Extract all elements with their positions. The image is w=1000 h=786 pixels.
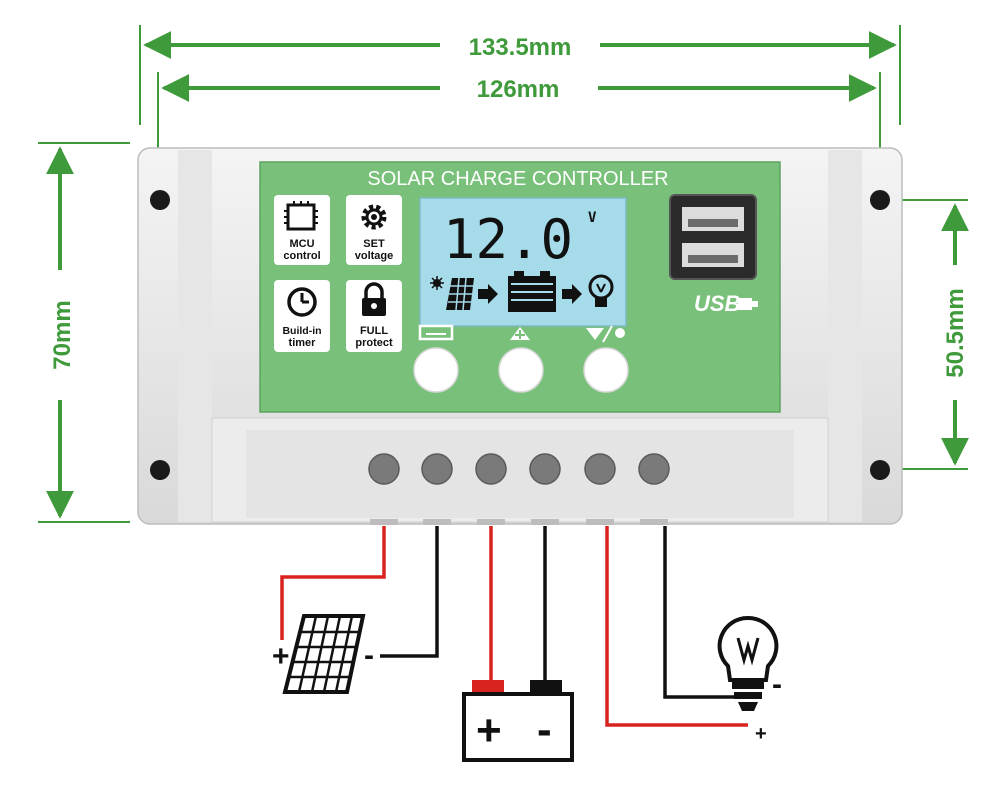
usb-label: USB: [694, 291, 741, 316]
mount-hole-bottom-right: [870, 460, 890, 480]
feature-protect-line2: protect: [355, 337, 393, 349]
chip-icon: [284, 201, 318, 231]
lcd-voltage-unit: V: [588, 210, 597, 226]
feature-set-line1: SET: [363, 238, 385, 250]
gear-icon: [361, 204, 387, 230]
feature-protect-line1: FULL: [360, 325, 388, 337]
mount-hole-top-left: [150, 190, 170, 210]
dimension-hole-spacing: 50.5mm: [885, 199, 969, 470]
feature-mcu-control: MCU control: [274, 195, 330, 265]
lcd-arrow-right-icon: [478, 284, 498, 304]
up-plus-symbol-icon: [510, 327, 530, 340]
lcd-solar-panel-icon: [446, 277, 474, 311]
load-positive-label: +: [755, 723, 767, 745]
feature-full-protect: FULL protect: [346, 280, 402, 352]
lock-icon: [362, 282, 386, 316]
clock-icon: [287, 287, 317, 317]
down-button[interactable]: [583, 347, 629, 393]
feature-timer-line2: timer: [289, 337, 317, 349]
mount-hole-bottom-left: [150, 460, 170, 480]
solar-negative-label: -: [364, 639, 374, 672]
usb-plug-icon: [738, 298, 758, 310]
solar-panel-icon: [282, 614, 366, 694]
lcd-bulb-icon: [588, 274, 614, 307]
inner-width-label: 126mm: [477, 76, 560, 103]
feature-set-line2: voltage: [355, 250, 394, 262]
battery-negative-label: -: [537, 705, 552, 754]
up-button[interactable]: [498, 347, 544, 393]
menu-symbol-icon: [418, 324, 454, 341]
dimension-outer-width: 133.5mm: [139, 25, 901, 125]
panel-title: SOLAR CHARGE CONTROLLER: [367, 168, 668, 190]
feature-mcu-line2: control: [283, 250, 320, 262]
feature-mcu-line1: MCU: [289, 238, 314, 250]
dimension-height: 70mm: [38, 142, 130, 523]
wire-solar-negative: [380, 526, 439, 658]
lcd-arrow-right-icon: [562, 284, 582, 304]
menu-button[interactable]: [413, 347, 459, 393]
terminal-screw-battery-positive[interactable]: [475, 453, 507, 485]
outer-width-label: 133.5mm: [469, 34, 572, 61]
lcd-sun-icon: [430, 276, 444, 290]
terminal-screw-solar-positive[interactable]: [368, 453, 400, 485]
solar-positive-label: +: [272, 640, 290, 673]
wire-solar-positive: [280, 526, 386, 640]
feature-set-voltage: SET voltage: [346, 195, 402, 265]
lcd-battery-icon: [508, 271, 556, 312]
terminal-screw-load-negative[interactable]: [638, 453, 670, 485]
load-negative-label: -: [772, 668, 782, 701]
battery-positive-label: +: [476, 706, 502, 755]
down-load-symbol-icon: [586, 325, 625, 343]
mount-hole-top-right: [870, 190, 890, 210]
terminal-screw-solar-negative[interactable]: [421, 453, 453, 485]
terminal-screw-load-positive[interactable]: [584, 453, 616, 485]
wire-load-negative: [663, 526, 735, 699]
lcd-voltage-value: 12.0: [443, 208, 573, 271]
wiring: [280, 526, 748, 727]
lcd-display: 12.0 V: [419, 197, 627, 327]
light-bulb-icon: [717, 615, 779, 711]
terminal-slots: [370, 519, 668, 525]
feature-build-in-timer: Build-in timer: [274, 280, 330, 352]
height-label: 70mm: [49, 300, 76, 369]
usb-port: USB: [669, 194, 758, 316]
battery-icon: [462, 680, 574, 762]
wire-load-positive: [605, 526, 748, 727]
terminal-screws: [368, 453, 670, 485]
terminal-screw-battery-negative[interactable]: [529, 453, 561, 485]
dimension-inner-width: 126mm: [157, 72, 881, 190]
feature-timer-line1: Build-in: [282, 325, 321, 337]
hole-spacing-label: 50.5mm: [942, 288, 969, 377]
